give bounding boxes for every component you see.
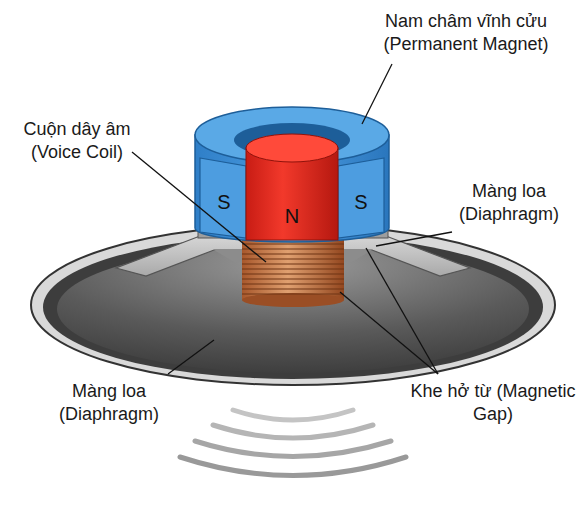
sound-waves — [180, 410, 406, 476]
magnet-cut-face — [338, 158, 384, 238]
leader-lines — [132, 64, 452, 374]
voice-coil-base — [242, 293, 344, 307]
part-label: Cuộn dây âm (Voice Coil) — [2, 118, 152, 165]
basket-rim — [31, 225, 555, 385]
pole-label: S — [217, 192, 230, 212]
magnet-ring-top — [195, 107, 389, 163]
pole-piece-top — [246, 134, 338, 162]
part-label: Màng loa (Diaphragm) — [42, 380, 176, 427]
part-label: Nam châm vĩnh cửu (Permanent Magnet) — [368, 10, 564, 57]
voice-coil — [242, 238, 344, 300]
part-label: Màng loa (Diaphragm) — [442, 180, 576, 227]
coil-windings — [242, 244, 344, 294]
cone-surround — [43, 235, 543, 379]
pole-label: N — [285, 206, 299, 226]
pole-label: S — [354, 192, 367, 212]
part-label: Khe hở từ (Magnetic Gap) — [410, 380, 576, 427]
